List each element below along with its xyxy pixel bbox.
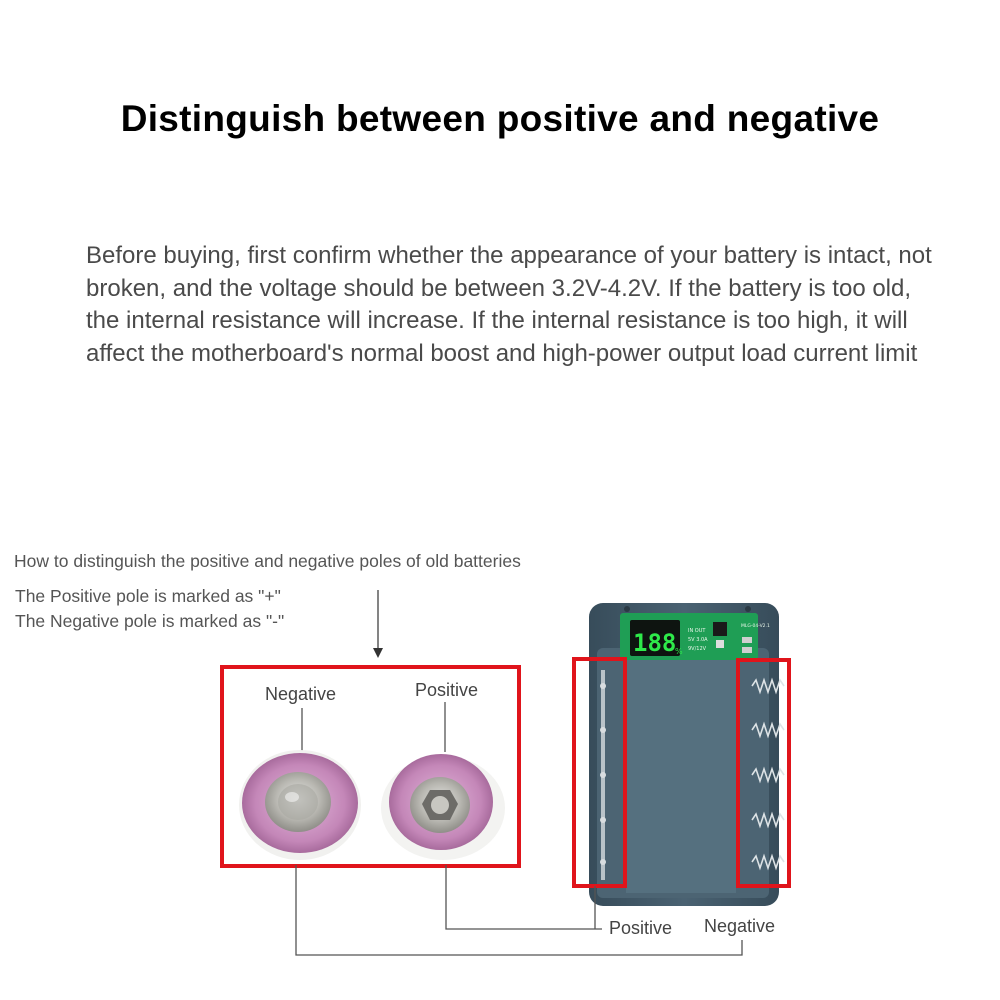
cell-negative-label: Negative [265, 684, 337, 704]
page-title: Distinguish between positive and negativ… [120, 98, 880, 139]
howto-heading: How to distinguish the positive and nega… [14, 551, 521, 571]
case-positive-highlight-box [572, 657, 627, 888]
svg-text:9V/12V: 9V/12V [688, 646, 707, 652]
arrow-down-icon [373, 590, 383, 658]
svg-text:MLG-04-V2.1: MLG-04-V2.1 [741, 623, 770, 629]
digit-display [630, 620, 680, 656]
cell-positive-label: Positive [415, 680, 479, 700]
positive-pole-note: The Positive pole is marked as "+" [15, 586, 281, 606]
case-negative-highlight-box [736, 658, 791, 888]
positive-cell-photo [381, 754, 505, 860]
svg-text:5V 3.0A: 5V 3.0A [688, 637, 708, 643]
case-positive-label: Positive [609, 918, 673, 938]
svg-text:%: % [675, 647, 683, 656]
cells-highlight-box [220, 665, 521, 868]
spring-contact-icon [751, 677, 785, 871]
negative-pole-note: The Negative pole is marked as "-" [15, 611, 285, 631]
power-bank-case: 188 % MLG-04-V2.1 IN OUT 5V 3.0A 9V/12V [589, 603, 779, 906]
negative-cell-photo [239, 750, 361, 860]
display-digits: 188 [633, 629, 676, 657]
case-flat-contacts [600, 670, 606, 880]
intro-paragraph: Before buying, first confirm whether the… [86, 242, 932, 367]
case-negative-label: Negative [704, 916, 776, 936]
svg-text:IN OUT: IN OUT [688, 628, 706, 634]
